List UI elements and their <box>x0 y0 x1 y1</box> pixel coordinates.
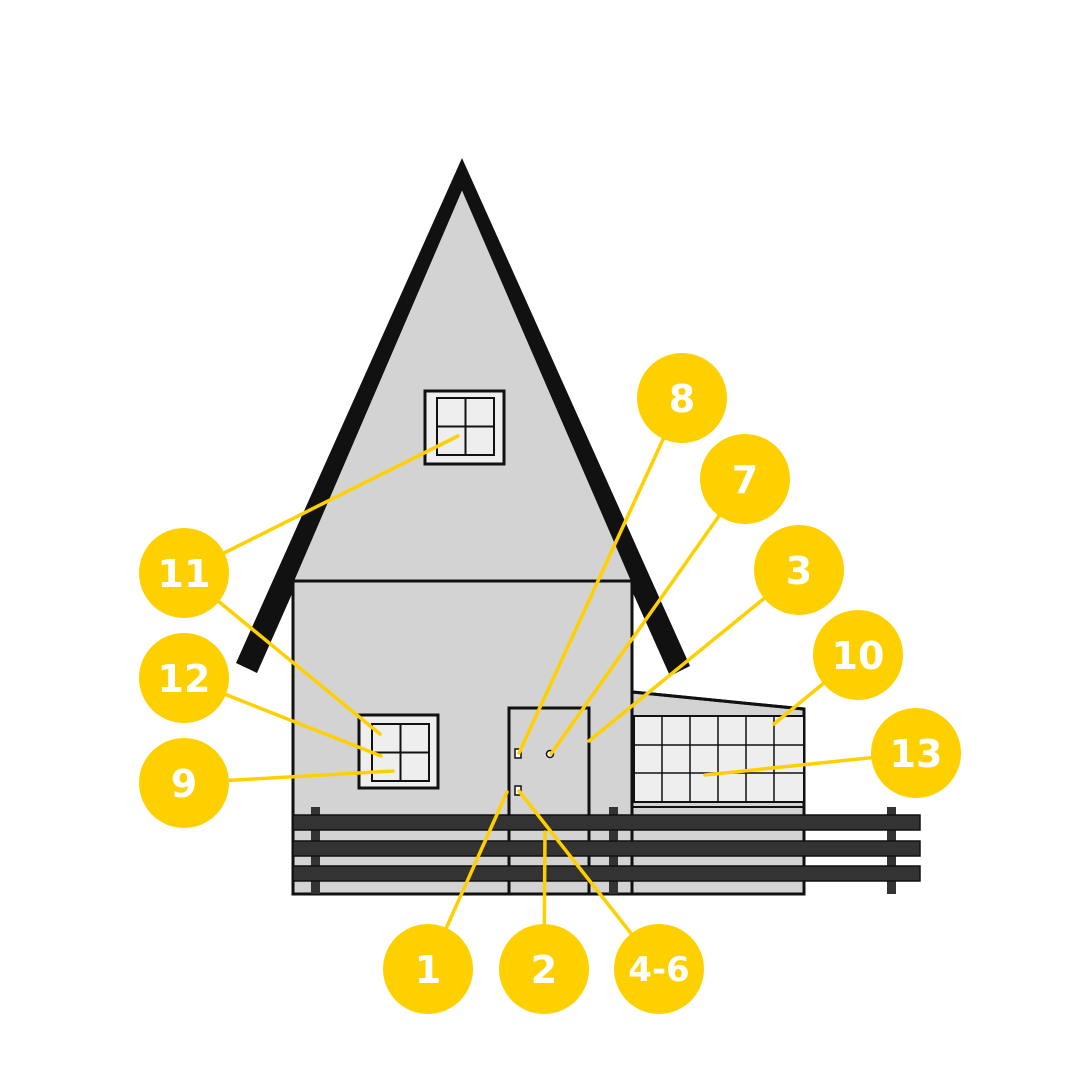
gable-window <box>423 389 506 466</box>
callout-label: 2 <box>531 948 557 992</box>
callout-circle <box>139 738 229 828</box>
fence-rail <box>292 814 921 831</box>
callout-label: 1 <box>415 948 441 992</box>
callout-leader-c11 <box>182 434 460 575</box>
callout-marker-c11: 11 <box>139 528 229 618</box>
callout-circle <box>637 353 727 443</box>
callout-leader-c3 <box>587 568 801 743</box>
callout-label: 10 <box>832 634 885 678</box>
callout-circle <box>754 525 844 615</box>
extension-glazing-grid <box>634 716 804 802</box>
callout-circle <box>383 924 473 1014</box>
callout-circle <box>700 434 790 524</box>
callout-marker-c9: 9 <box>139 738 229 828</box>
callout-label: 12 <box>158 657 211 701</box>
callout-label: 7 <box>732 458 758 502</box>
fence <box>292 807 921 894</box>
callout-circle <box>139 633 229 723</box>
callout-marker-c10: 10 <box>813 610 903 700</box>
callout-marker-c8: 8 <box>637 353 727 443</box>
callout-marker-c12: 12 <box>139 633 229 723</box>
callout-label: 3 <box>786 549 812 593</box>
gable-wall <box>291 185 634 582</box>
fence-rail <box>292 840 921 857</box>
callout-circle <box>813 610 903 700</box>
callout-marker-c2: 2 <box>499 924 589 1014</box>
callout-label: 8 <box>669 377 695 421</box>
callout-leader-c7 <box>549 477 747 756</box>
door <box>507 706 591 896</box>
callout-marker-c13: 13 <box>871 708 961 798</box>
callout-circle <box>871 708 961 798</box>
callout-marker-c4-6: 4-6 <box>614 924 704 1014</box>
callout-circle <box>139 528 229 618</box>
callout-marker-c1: 1 <box>383 924 473 1014</box>
callout-label: 4-6 <box>628 950 689 990</box>
callout-marker-c7: 7 <box>700 434 790 524</box>
callout-label: 13 <box>890 732 943 776</box>
fence-rail <box>292 865 921 882</box>
callout-label: 9 <box>171 762 197 806</box>
extension-glazing <box>633 715 805 803</box>
callout-circle <box>614 924 704 1014</box>
callout-marker-c3: 3 <box>754 525 844 615</box>
callout-label: 11 <box>158 552 211 596</box>
extension-roof-line <box>631 690 805 711</box>
callout-leader-c8 <box>517 396 684 755</box>
callout-circle <box>499 924 589 1014</box>
